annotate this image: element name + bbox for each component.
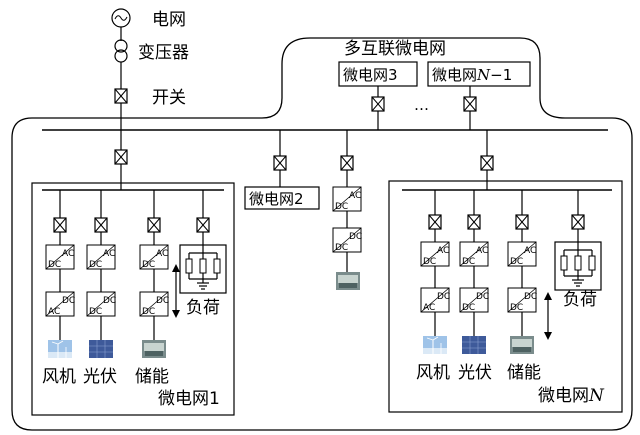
svg-text:DC: DC	[156, 296, 169, 306]
svg-text:DC: DC	[142, 307, 155, 317]
center-storage-icon	[336, 272, 360, 290]
microgrid-n-minus-1-box: 微电网N−1	[427, 61, 531, 87]
mgn-wind-branch: AC DC DC AC	[420, 190, 450, 355]
svg-text:AC: AC	[62, 249, 74, 259]
svg-text:AC: AC	[48, 307, 60, 317]
svg-text:DC: DC	[62, 296, 75, 306]
microgrid-n-box	[388, 180, 623, 413]
microgrid-n-minus-1-suffix: −1	[490, 66, 512, 84]
microgrid-2-switch-icon	[273, 155, 287, 171]
mgn-storage-label: 储能	[507, 363, 541, 383]
svg-text:DC: DC	[510, 303, 523, 313]
svg-text:DC: DC	[89, 307, 102, 317]
microgrid-3-switch-icon	[371, 96, 385, 112]
ellipsis: …	[414, 96, 429, 114]
svg-text:DC: DC	[524, 292, 537, 302]
mgn-pv-panel-icon	[461, 335, 487, 355]
mg1-wind-turbine-icon	[47, 339, 73, 359]
microgrid-2-box: 微电网2	[244, 186, 320, 210]
svg-text:DC: DC	[510, 257, 523, 267]
mg1-pv-label: 光伏	[83, 367, 117, 387]
svg-text:DC: DC	[462, 303, 475, 313]
multi-microgrid-boundary	[11, 37, 633, 431]
svg-text:DC: DC	[103, 296, 116, 306]
svg-text:DC: DC	[462, 257, 475, 267]
transformer-label: 变压器	[138, 43, 189, 63]
mgn-load-icon	[554, 241, 602, 291]
mg1-load-label: 负荷	[186, 298, 220, 318]
mg1-load-icon	[179, 244, 227, 294]
multi-microgrid-title: 多互联微电网	[344, 39, 446, 59]
svg-text:DC: DC	[349, 232, 362, 242]
mgn-pv-branch: AC DC DC DC	[459, 190, 489, 355]
mg1-pv-branch: AC DC DC DC	[86, 190, 116, 359]
mg1-load-branch	[179, 190, 227, 294]
mgn-storage-icon	[510, 336, 534, 354]
svg-text:DC: DC	[335, 202, 348, 212]
center-converter-dc-dc: DC DC	[332, 227, 362, 253]
mgn-pv-label: 光伏	[458, 363, 492, 383]
svg-text:DC: DC	[48, 260, 61, 270]
microgrid-n-minus-1-prefix: 微电网	[432, 66, 477, 84]
microgrid-n-switch-icon	[480, 155, 494, 171]
mg1-pv-panel-icon	[88, 339, 114, 359]
microgrid-1-box	[31, 182, 235, 416]
microgrid-3-box: 微电网3	[338, 61, 418, 87]
svg-text:微电网N−1: 微电网N−1	[432, 66, 512, 84]
grid-connection: 电网 变压器 开关	[111, 8, 189, 130]
mg1-storage-label: 储能	[135, 367, 169, 387]
microgrid-3-label: 微电网3	[343, 66, 398, 84]
mgn-storage-branch: AC DC DC DC	[507, 190, 552, 354]
microgrid-2-label: 微电网2	[249, 190, 304, 208]
mg1-wind-label: 风机	[42, 367, 76, 387]
mgn-wind-label: 风机	[416, 363, 450, 383]
microgrid-n-minus-1-var: N	[476, 66, 491, 84]
power-grid-label: 电网	[152, 10, 186, 30]
microgrid-n-minus-1-switch-icon	[463, 96, 477, 112]
svg-text:AC: AC	[156, 249, 168, 259]
svg-text:DC: DC	[142, 260, 155, 270]
svg-text:AC: AC	[437, 246, 449, 256]
mg1-label: 微电网1	[158, 389, 220, 409]
transformer-icon	[114, 39, 128, 63]
svg-text:AC: AC	[103, 249, 115, 259]
svg-text:DC: DC	[476, 292, 489, 302]
center-converter-ac-dc: AC DC	[332, 186, 362, 212]
mg1-storage-branch: AC DC DC DC	[139, 190, 180, 358]
svg-text:DC: DC	[423, 257, 436, 267]
svg-text:DC: DC	[335, 243, 348, 253]
center-switch-icon	[340, 155, 354, 171]
svg-text:AC: AC	[524, 246, 536, 256]
mgn-wind-turbine-icon	[422, 335, 448, 355]
mg1-storage-icon	[142, 340, 166, 358]
svg-text:DC: DC	[89, 260, 102, 270]
svg-text:AC: AC	[423, 303, 435, 313]
mgn-label: 微电网N	[538, 386, 605, 406]
switch-label: 开关	[152, 88, 186, 108]
svg-text:DC: DC	[437, 292, 450, 302]
mgn-load-label: 负荷	[563, 290, 597, 310]
microgrid-1-switch-icon	[114, 149, 128, 165]
main-switch-icon	[114, 88, 128, 104]
svg-text:AC: AC	[476, 246, 488, 256]
mg1-wind-branch: AC DC DC AC	[45, 190, 75, 359]
svg-text:AC: AC	[349, 191, 361, 201]
mgn-load-branch	[554, 190, 602, 291]
